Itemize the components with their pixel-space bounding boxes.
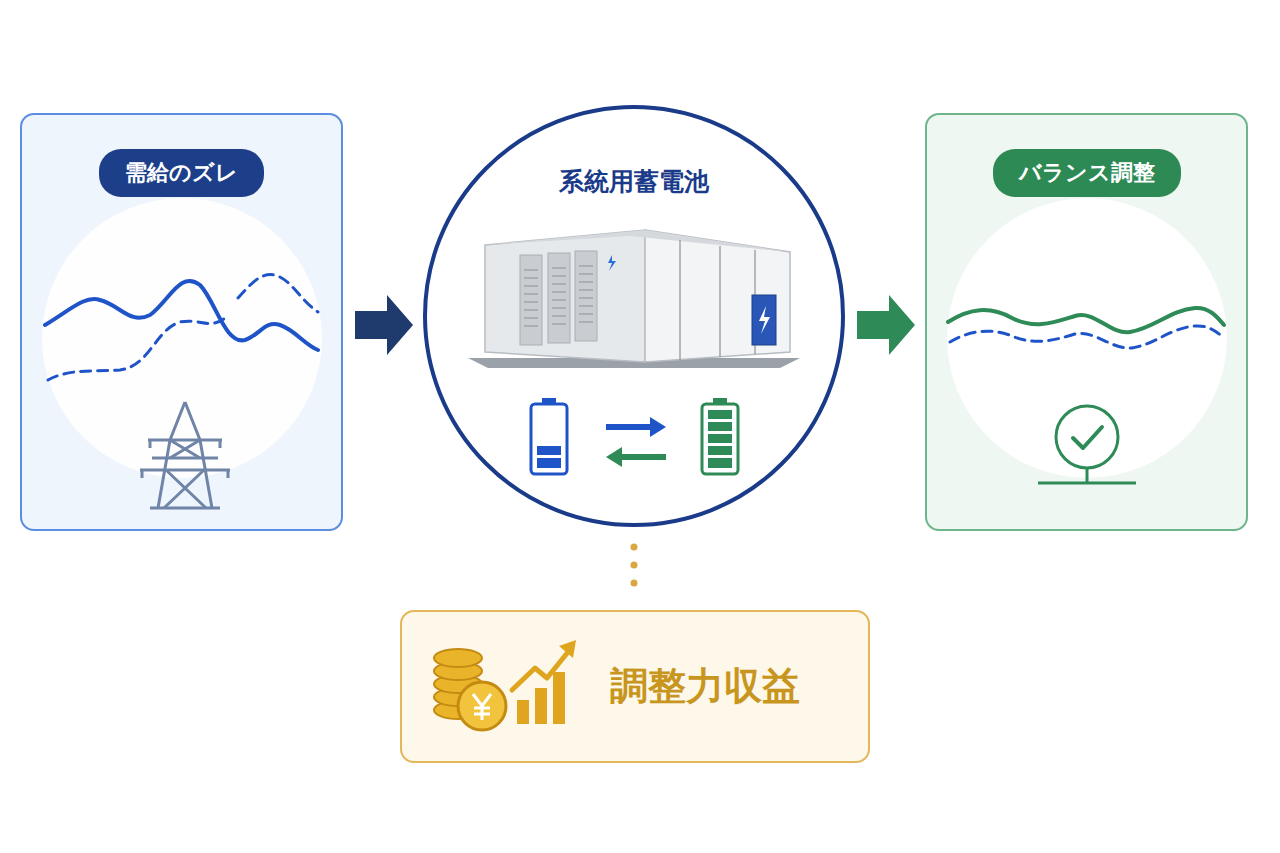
node-label: 系統用蓄電池 (427, 165, 841, 198)
panel-box: バランス調整 (925, 113, 1248, 531)
revenue-box: 調整力収益 (400, 610, 870, 763)
header-pill: 需給のズレ (99, 149, 264, 197)
flow-arrow (857, 295, 915, 355)
dotted-connector (631, 547, 638, 592)
battery-circle: 系統用蓄電池 (423, 105, 845, 527)
node-label: 調整力収益 (610, 661, 800, 712)
header-pill: バランス調整 (993, 149, 1181, 197)
flow-arrow (355, 295, 413, 355)
panel-box: 需給のズレ (20, 113, 343, 531)
